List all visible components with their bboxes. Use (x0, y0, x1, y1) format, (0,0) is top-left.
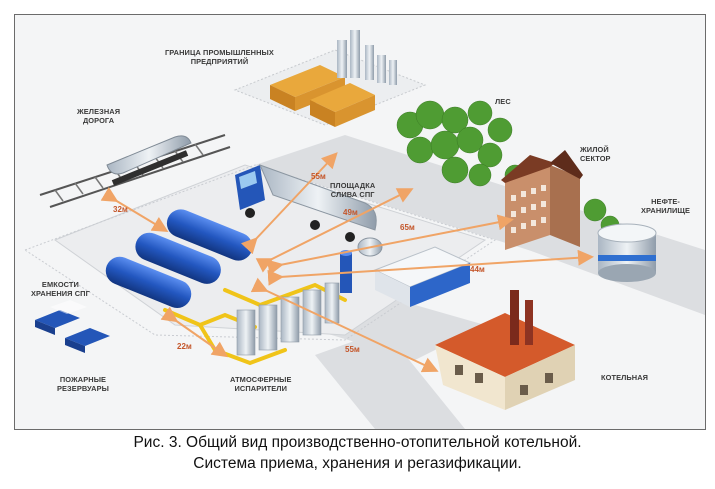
industrial-area (233, 30, 427, 127)
boiler-house (435, 290, 575, 410)
oil-storage-tank (597, 223, 657, 282)
caption-line-1: Рис. 3. Общий вид производственно-отопит… (133, 434, 582, 451)
caption-line-2: Система приема, хранения и регазификации… (193, 455, 522, 472)
scheme-illustration (23, 30, 705, 429)
distance-to-oil: 44м (470, 265, 485, 274)
railway (39, 134, 231, 208)
distance-to-industry: 55м (311, 172, 326, 181)
distance-to-forest: 49м (343, 208, 358, 217)
label-oil-storage: НЕФТЕ-ХРАНИЛИЩЕ (641, 197, 691, 215)
fire-reservoirs (35, 300, 110, 353)
residential-building (501, 150, 583, 250)
label-boiler-house: КОТЕЛЬНАЯ (601, 373, 649, 382)
site-fence (23, 164, 497, 341)
figure-caption: Рис. 3. Общий вид производственно-отопит… (0, 432, 715, 474)
distance-to-residential: 65м (400, 223, 415, 232)
label-forest: ЛЕС (495, 97, 511, 106)
distance-to-vaporizers: 22м (177, 342, 192, 351)
distance-arrows (100, 152, 594, 373)
lpg-storage-tanks (105, 209, 253, 308)
distance-to-boiler: 55м (345, 345, 360, 354)
distance-to-railway: 32м (113, 205, 128, 214)
